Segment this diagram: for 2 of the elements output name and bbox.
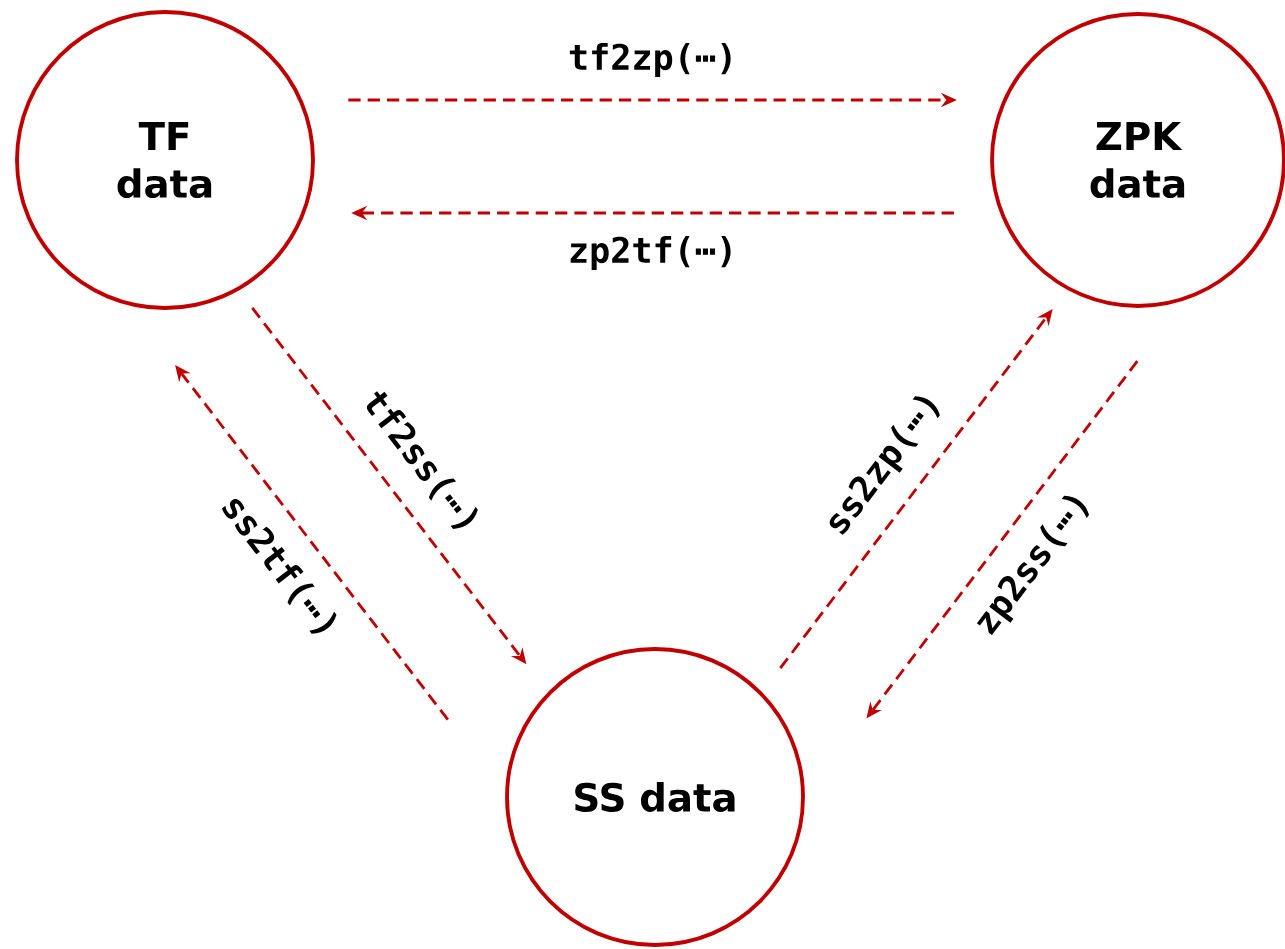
- edge-label: zp2tf(⋯): [566, 234, 739, 272]
- edge-label: tf2zp(⋯): [566, 41, 739, 79]
